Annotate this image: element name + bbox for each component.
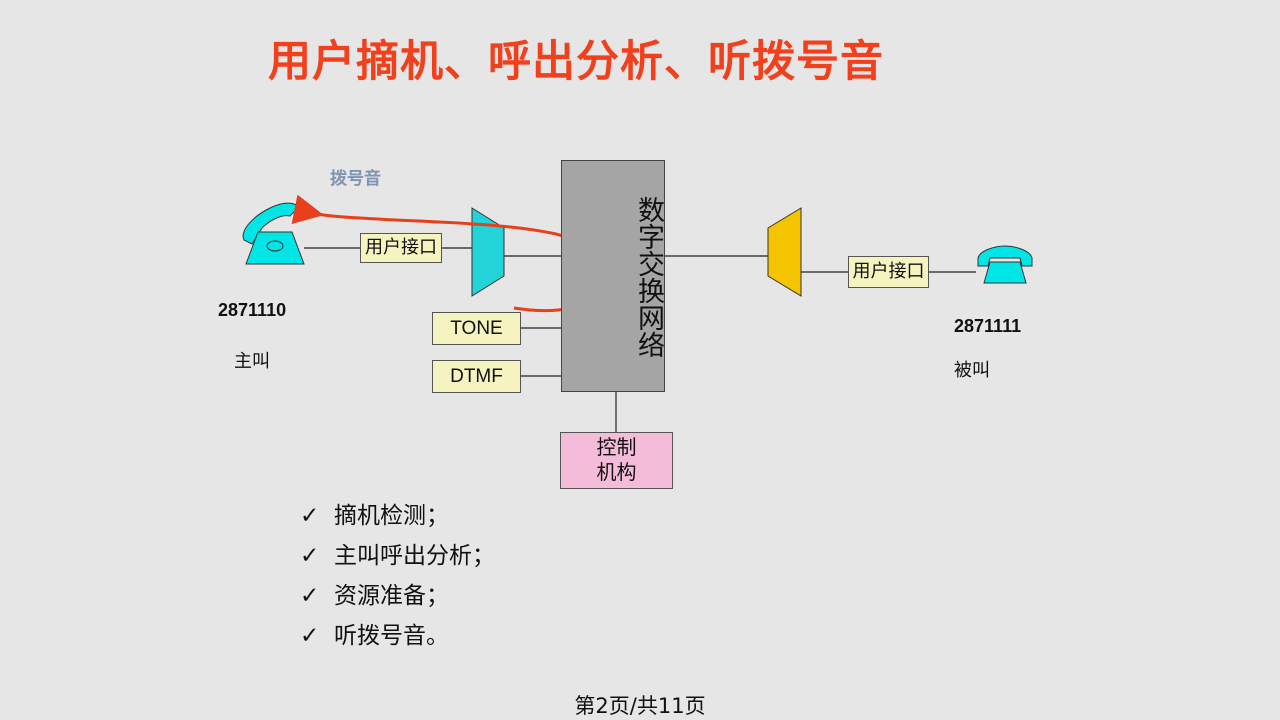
checkmark-icon: ✓ xyxy=(300,583,320,609)
telephone-icon xyxy=(242,202,305,265)
connector-lines xyxy=(304,247,976,432)
left-concentrator xyxy=(471,207,505,297)
list-item: ✓ 资源准备； xyxy=(300,576,495,616)
digital-switching-network: 数字交换网络 xyxy=(561,160,665,392)
checkmark-icon: ✓ xyxy=(300,623,320,649)
dtmf-module: DTMF xyxy=(432,360,521,393)
list-item: ✓ 主叫呼出分析； xyxy=(300,536,495,576)
telephone-icon xyxy=(977,245,1033,284)
control-label-line2: 机构 xyxy=(596,460,637,484)
checklist-item-text: 资源准备； xyxy=(334,583,449,609)
caller-role: 主叫 xyxy=(234,351,270,372)
list-item: ✓ 听拨号音。 xyxy=(300,616,495,656)
dial-tone-label: 拨号音 xyxy=(330,169,381,189)
control-label-line1: 控制 xyxy=(596,435,637,459)
callee-role: 被叫 xyxy=(954,360,990,381)
checkmark-icon: ✓ xyxy=(300,543,320,569)
caller-number: 2871110 xyxy=(218,300,287,320)
control-unit: 控制 机构 xyxy=(560,432,673,489)
slide-title: 用户摘机、呼出分析、听拨号音 xyxy=(268,37,884,87)
right-concentrator xyxy=(767,207,802,297)
switch-label: 数字交换网络 xyxy=(633,196,664,358)
callee-number: 2871111 xyxy=(954,316,1022,336)
checklist-item-text: 主叫呼出分析； xyxy=(334,543,495,569)
left-user-interface: 用户接口 xyxy=(360,233,442,263)
page-indicator: 第2页/共11页 xyxy=(574,694,706,718)
checklist-item-text: 摘机检测； xyxy=(334,503,449,529)
tone-module: TONE xyxy=(432,312,521,345)
right-user-interface: 用户接口 xyxy=(848,256,929,288)
checkmark-icon: ✓ xyxy=(300,503,320,529)
checklist: ✓ 摘机检测； ✓ 主叫呼出分析； ✓ 资源准备； ✓ 听拨号音。 xyxy=(300,496,495,656)
list-item: ✓ 摘机检测； xyxy=(300,496,495,536)
checklist-item-text: 听拨号音。 xyxy=(334,623,449,649)
